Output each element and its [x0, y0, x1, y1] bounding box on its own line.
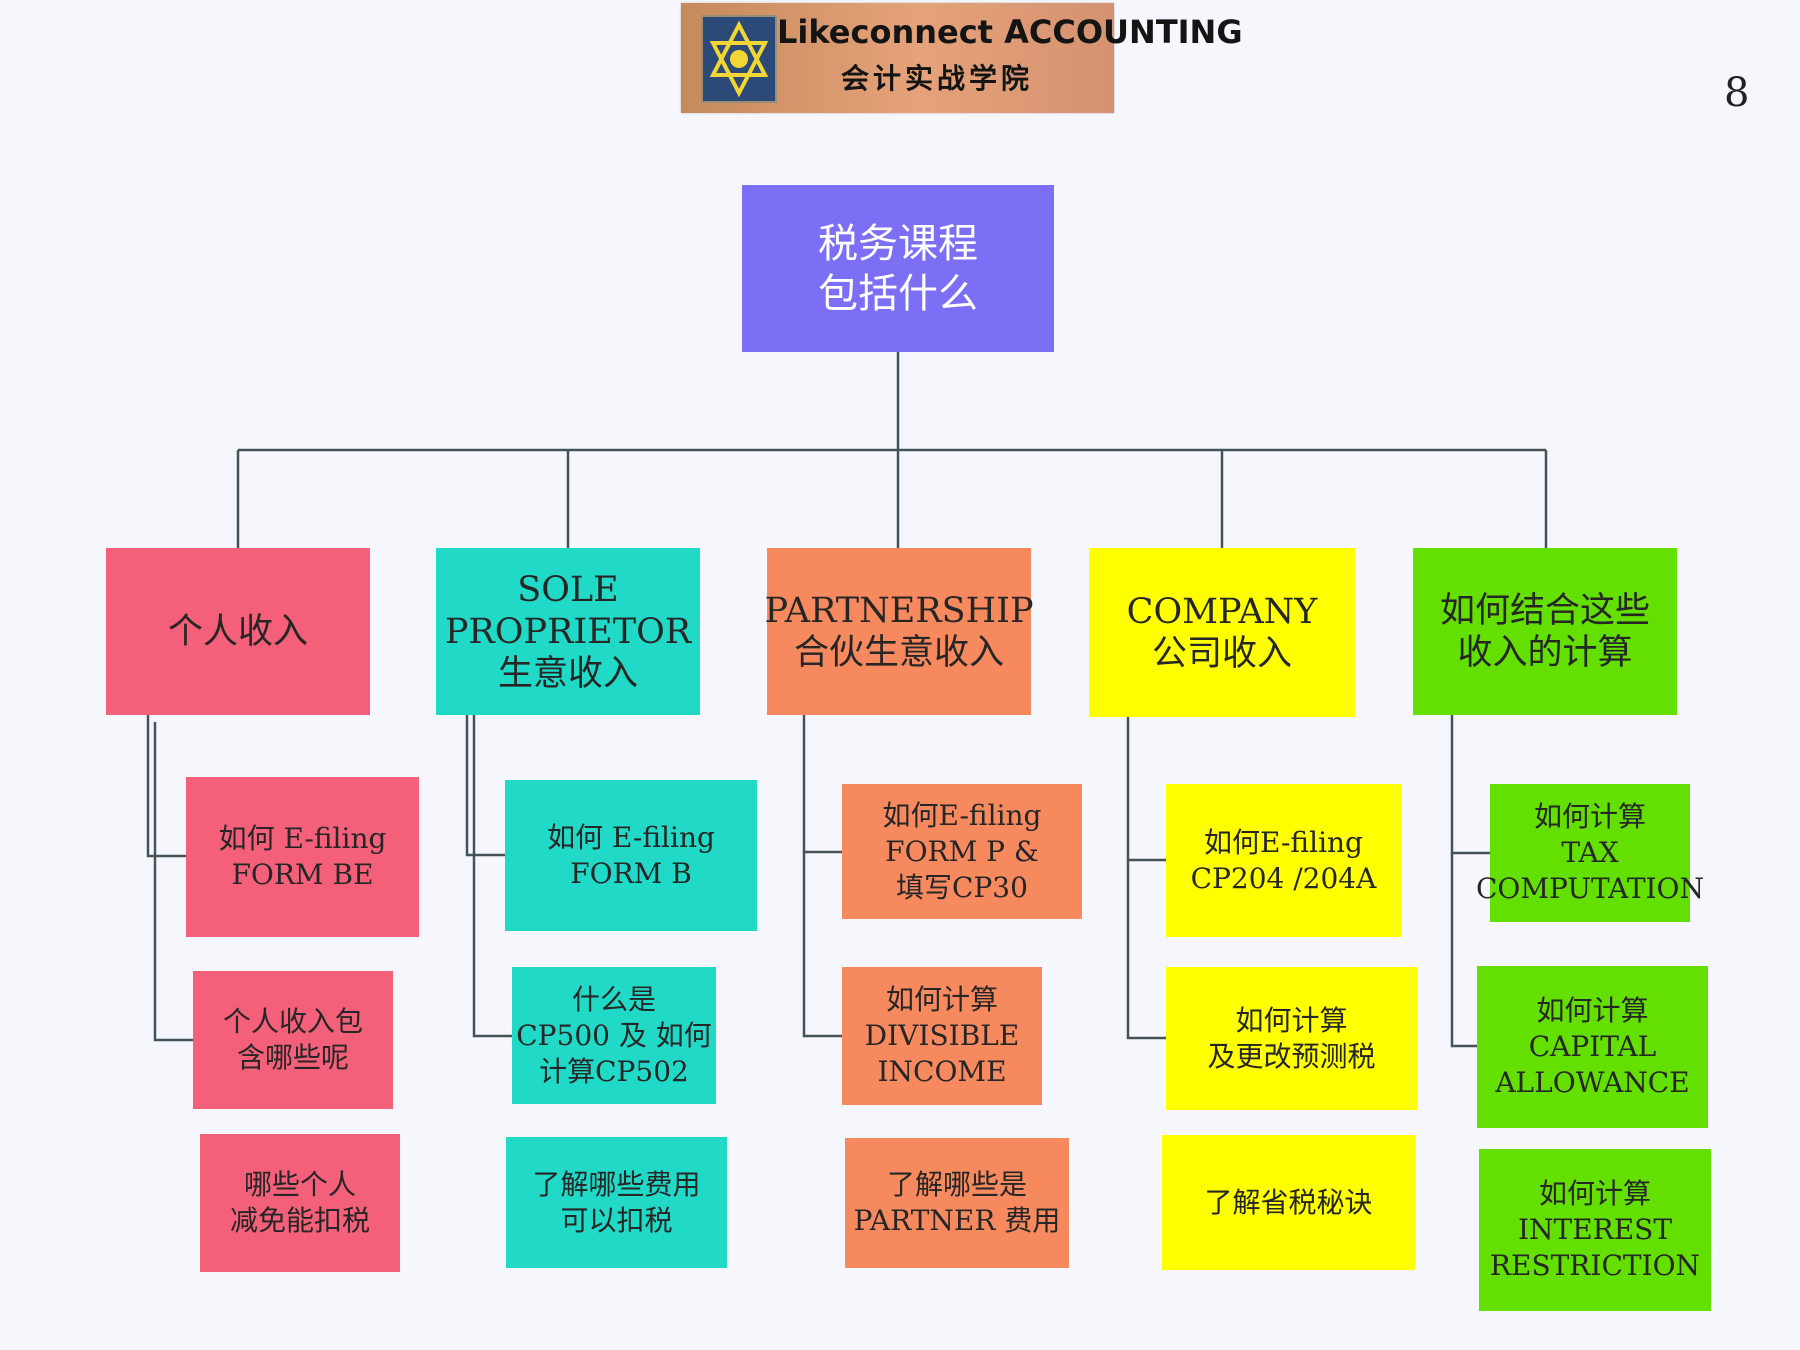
connector-line [802, 715, 842, 854]
connector-line [1126, 860, 1166, 1040]
item-interest-restriction: 如何计算 INTEREST RESTRICTION [1479, 1149, 1711, 1311]
item-partner-expenses: 了解哪些是 PARTNER 费用 [845, 1138, 1069, 1268]
branch-partnership: PARTNERSHIP 合伙生意收入 [764, 548, 1034, 715]
logo-subtitle: 会计实战学院 [841, 62, 1034, 95]
branch-combine-calculation: 如何结合这些 收入的计算 [1413, 548, 1677, 715]
item-tax-saving-tips: 了解省税秘诀 [1162, 1135, 1415, 1270]
logo-title: Likeconnect ACCOUNTING [777, 13, 1243, 51]
star-emblem-icon [701, 15, 777, 103]
connector-line [1126, 717, 1166, 862]
branch-personal-income: 个人收入 [106, 548, 370, 715]
item-capital-allowance: 如何计算 CAPITAL ALLOWANCE [1477, 966, 1708, 1128]
page-number: 8 [1724, 70, 1750, 116]
item-efiling-form-b: 如何 E-filing FORM B [505, 780, 757, 931]
item-personal-income-types: 个人收入包 含哪些呢 [193, 971, 393, 1109]
connector-line [465, 715, 505, 857]
connector-line [153, 722, 193, 1042]
connector-line [472, 715, 512, 1038]
item-estimated-tax: 如何计算 及更改预测税 [1166, 967, 1417, 1110]
item-efiling-cp204: 如何E-filing CP204 /204A [1166, 784, 1401, 937]
connector-line [802, 852, 842, 1038]
item-cp500-cp502: 什么是 CP500 及 如何 计算CP502 [512, 967, 716, 1104]
item-tax-computation: 如何计算 TAX COMPUTATION [1476, 784, 1704, 922]
item-divisible-income: 如何计算 DIVISIBLE INCOME [842, 967, 1042, 1105]
root-node: 税务课程 包括什么 [742, 185, 1054, 352]
item-efiling-form-be: 如何 E-filing FORM BE [186, 777, 419, 937]
logo: Likeconnect ACCOUNTING 会计实战学院 [681, 3, 1243, 113]
item-efiling-form-p: 如何E-filing FORM P & 填写CP30 [842, 784, 1082, 919]
branch-company: COMPANY 公司收入 [1089, 548, 1355, 717]
item-personal-reliefs: 哪些个人 减免能扣税 [200, 1134, 400, 1272]
connector-line [146, 712, 186, 858]
connector-line [1450, 853, 1477, 1048]
item-deductible-expenses: 了解哪些费用 可以扣税 [506, 1137, 727, 1268]
branch-sole-proprietor: SOLE PROPRIETOR 生意收入 [436, 548, 700, 715]
